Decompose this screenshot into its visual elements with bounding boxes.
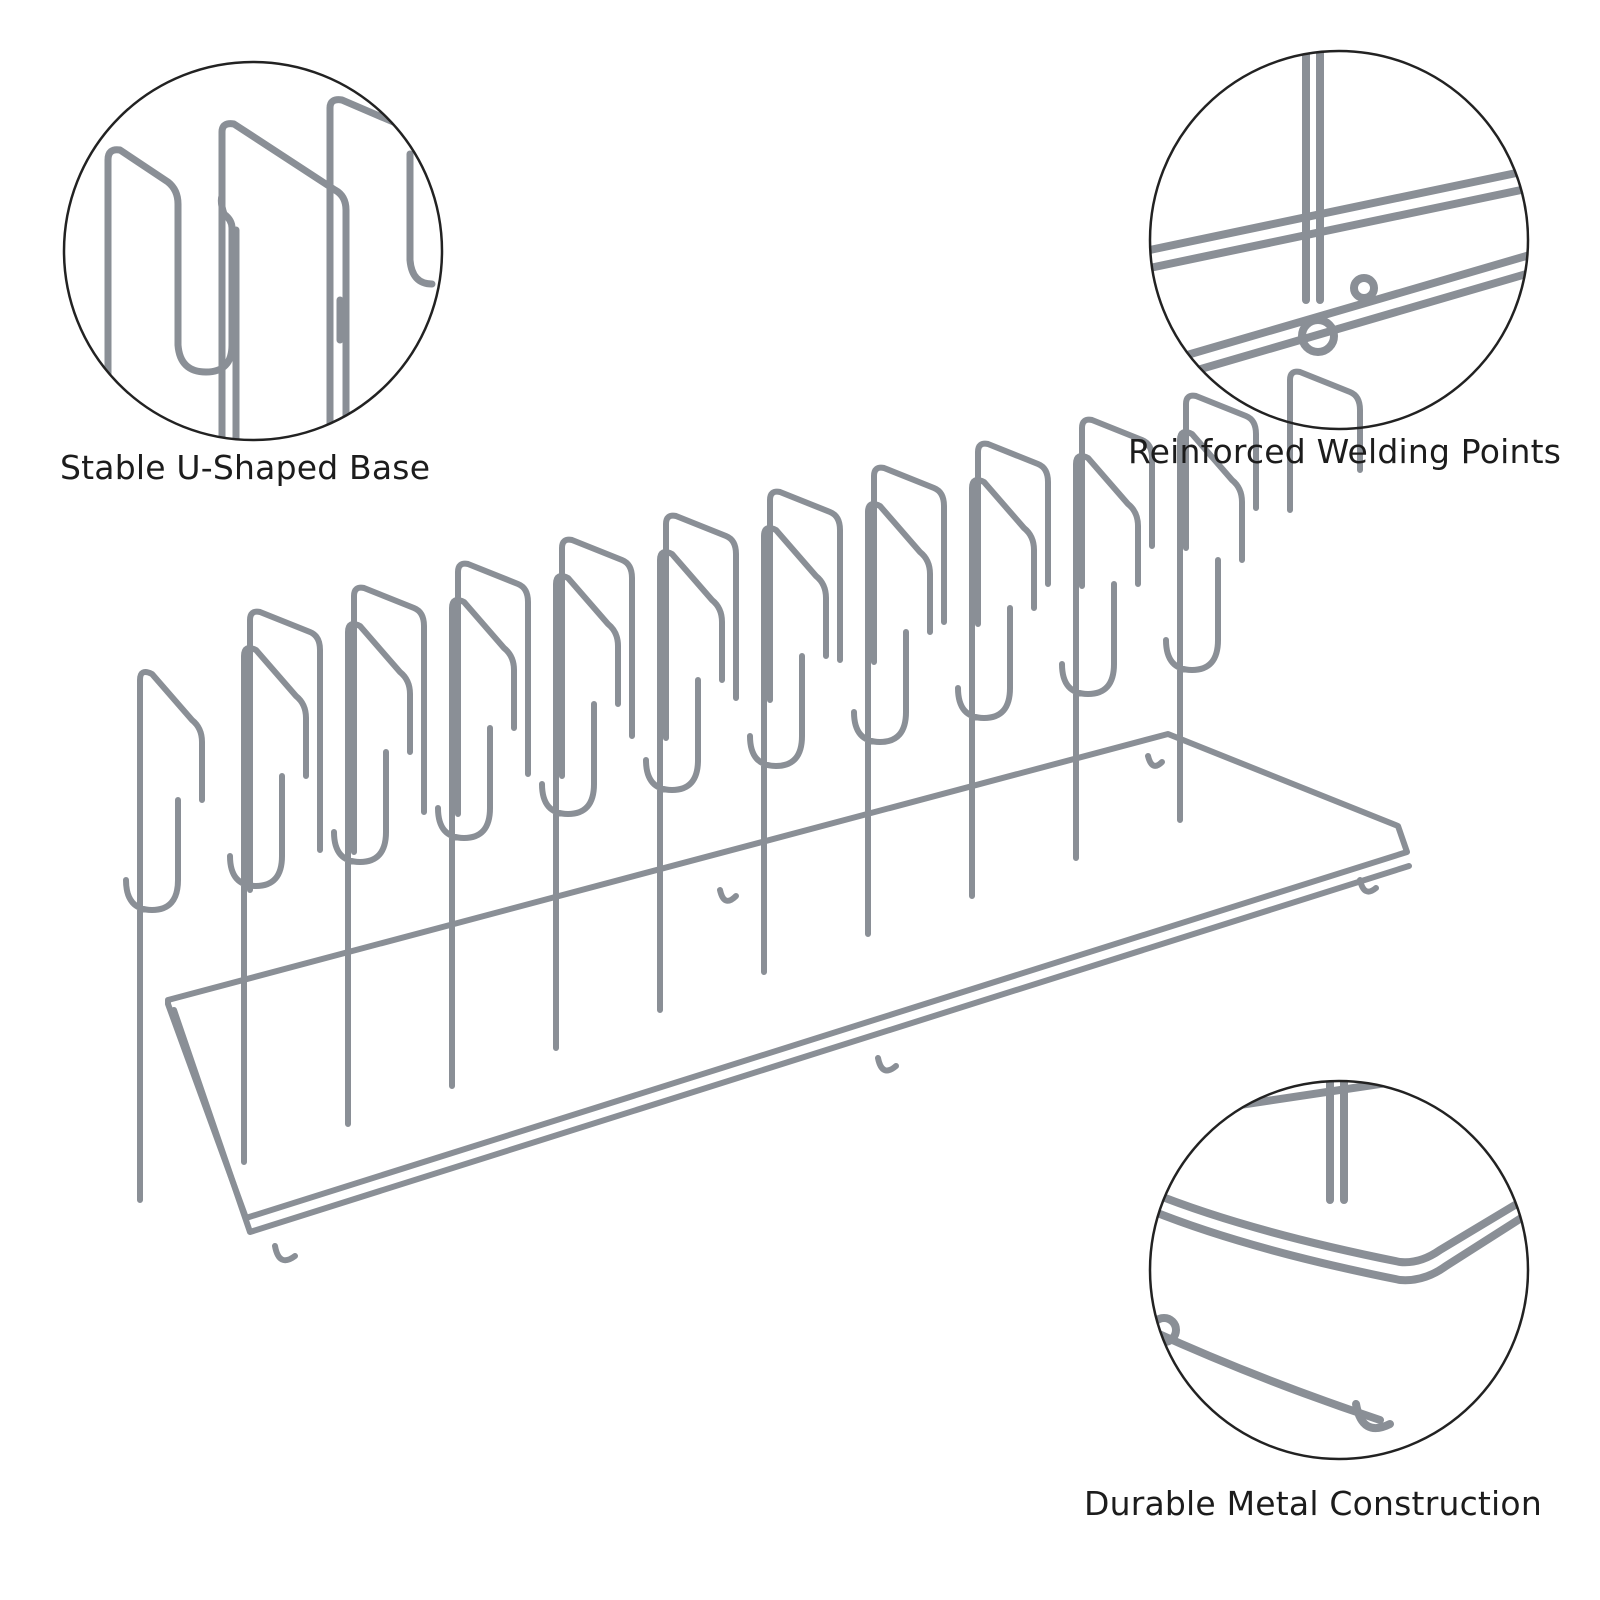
u-shaped-base-closeup-icon — [62, 60, 444, 442]
caption-reinforced-welding-points: Reinforced Welding Points — [1128, 432, 1562, 471]
welding-points-closeup-icon — [1148, 49, 1530, 431]
caption-durable-metal-construction: Durable Metal Construction — [1084, 1484, 1542, 1523]
caption-stable-u-shaped-base: Stable U-Shaped Base — [60, 448, 431, 487]
wire-plate-rack-icon — [123, 368, 1412, 1264]
metal-frame-corner-closeup-icon — [1148, 1079, 1530, 1461]
